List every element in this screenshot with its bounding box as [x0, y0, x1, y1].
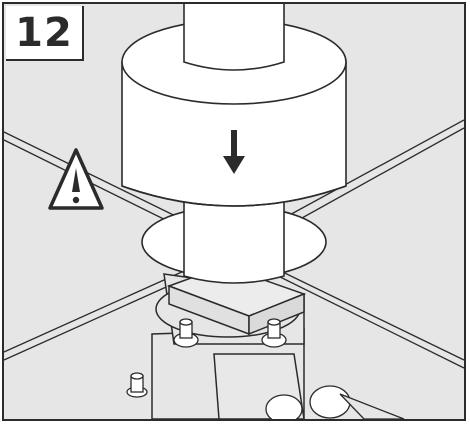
step-number-box: 12 — [6, 6, 84, 61]
pipe-lower — [183, 193, 285, 284]
pipe-fittings — [265, 385, 405, 419]
pipe-upper — [183, 4, 285, 71]
step-number: 12 — [15, 9, 73, 56]
valve-bolt-right — [261, 318, 287, 348]
warning-triangle-icon — [48, 148, 104, 210]
valve-plug — [126, 372, 148, 398]
installation-illustration — [4, 4, 464, 419]
arrow-down-icon — [223, 130, 245, 174]
instruction-panel: 12 — [2, 2, 466, 421]
valve-bolt-left — [173, 318, 199, 348]
